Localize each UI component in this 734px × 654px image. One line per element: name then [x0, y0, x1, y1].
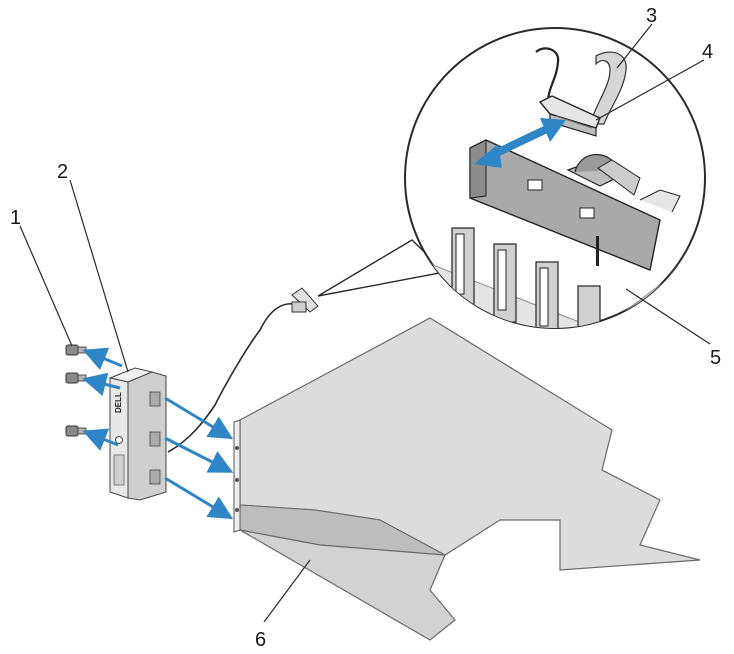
screws	[65, 344, 87, 437]
screw	[65, 425, 87, 437]
panel-tab	[149, 469, 161, 485]
arrow	[164, 476, 234, 520]
chassis	[233, 317, 701, 641]
callout-1: 1	[10, 207, 21, 229]
cable-plug	[538, 95, 601, 137]
panel-tab	[149, 391, 161, 407]
power-button-icon	[115, 436, 123, 444]
callout-6: 6	[255, 629, 266, 651]
control-panel: DELL	[108, 367, 167, 501]
callout-3: 3	[646, 5, 657, 27]
arrowhead-icon	[540, 118, 566, 142]
panel-vent	[113, 454, 125, 486]
drive-slots	[451, 227, 601, 328]
panel-logo: DELL	[114, 392, 123, 413]
arrow	[82, 372, 121, 397]
board-connector-icon	[527, 153, 641, 219]
chassis-screw-hole	[235, 478, 239, 482]
panel-tab	[149, 431, 161, 447]
callout-2: 2	[57, 161, 68, 183]
screw-arrows	[82, 347, 123, 451]
screw	[65, 372, 87, 384]
zoom-callout	[317, 27, 706, 329]
callout-5: 5	[710, 347, 721, 369]
chassis-front-flange	[233, 419, 241, 533]
chassis-bottom-panel	[239, 529, 456, 641]
cable-connector	[291, 287, 319, 313]
arrowhead-icon	[474, 144, 502, 168]
chassis-screw-hole	[235, 446, 239, 450]
zoom-cable	[535, 47, 560, 103]
callouts: 1 2 3 4 5 6	[10, 5, 721, 651]
screw	[65, 344, 87, 356]
panel-cable	[167, 303, 301, 453]
callout-4: 4	[702, 41, 713, 63]
arrow	[82, 428, 119, 451]
arrow	[82, 347, 123, 370]
chassis-screw-hole	[235, 508, 239, 512]
panel-arrows	[164, 396, 234, 520]
arrow	[164, 436, 234, 473]
arrow	[164, 396, 234, 440]
leader-lines	[19, 23, 711, 623]
